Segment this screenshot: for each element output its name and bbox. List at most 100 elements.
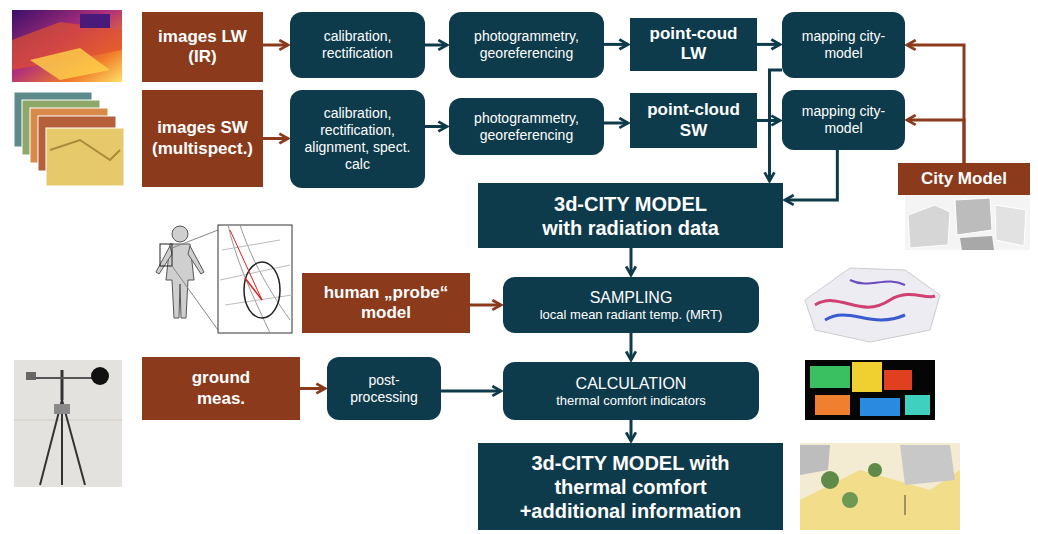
head	[172, 226, 188, 242]
mast	[61, 370, 64, 400]
node-text: post-processing	[335, 372, 433, 406]
node-text: 3d-CITY MODEL with radiation data	[536, 192, 726, 240]
flow-arrow	[604, 122, 628, 125]
arm	[188, 246, 204, 274]
map-cell	[810, 366, 850, 388]
model-ground	[905, 195, 1030, 250]
node-text: calibration, rectification	[298, 28, 417, 62]
mesh-line	[220, 240, 292, 305]
flow-arrow	[907, 120, 964, 163]
city-render	[800, 443, 960, 530]
node-text: point-cloud SW	[638, 100, 749, 141]
ray-arrow	[230, 230, 262, 300]
process-box: mapping city-model	[782, 12, 905, 78]
node-text: SAMPLING	[590, 288, 673, 307]
tree	[868, 463, 882, 477]
data-box: point-coud LW	[630, 18, 757, 71]
flow-arrow	[630, 420, 633, 441]
node-text: images LW (IR)	[150, 27, 255, 68]
node-text: calibration, rectification, alignment, s…	[298, 105, 417, 172]
map-cell	[852, 362, 882, 392]
logger	[54, 404, 70, 414]
thermal-image	[12, 10, 122, 82]
node-text: mapping city-model	[790, 28, 897, 62]
node-text: human „probe“ model	[310, 283, 462, 324]
flow-arrow	[604, 43, 628, 46]
thermal-roof	[80, 14, 110, 28]
node-text: 3d-CITY MODEL with thermal comfort +addi…	[516, 451, 746, 523]
input-box: images LW (IR)	[142, 12, 263, 82]
cloud-trace	[850, 280, 905, 285]
arm	[156, 246, 172, 274]
thermal-ground	[12, 10, 122, 82]
flow-arrow	[630, 248, 633, 275]
band-image	[46, 128, 124, 186]
band-detail	[50, 140, 120, 160]
city-model-image	[905, 195, 1030, 250]
node-text: mapping city-model	[790, 103, 897, 137]
node-text: point-coud LW	[638, 24, 749, 65]
input-box: images SW (multispect.)	[142, 90, 263, 187]
flow-arrow	[785, 150, 837, 200]
model-block	[960, 236, 994, 250]
flow-arrow	[300, 387, 325, 390]
flow-arrow	[770, 70, 783, 181]
zoom-line	[172, 230, 218, 248]
node-text: thermal comfort indicators	[556, 393, 706, 409]
point-cloud-plot	[805, 268, 940, 342]
node-text: photogrammetry, georeferencing	[457, 28, 596, 62]
photo-ground	[14, 360, 122, 487]
sensor-arm	[30, 377, 100, 379]
node-text: local mean radiant temp. (MRT)	[540, 307, 723, 323]
mesh-line	[240, 225, 290, 320]
flow-arrow	[907, 45, 964, 163]
map-ground	[805, 360, 935, 420]
result-box: 3d-CITY MODEL with radiation data	[478, 183, 783, 248]
flow-arrow	[263, 44, 288, 47]
human-mesh	[156, 226, 218, 330]
model-block	[908, 205, 950, 248]
process-box: SAMPLINGlocal mean radiant temp. (MRT)	[503, 277, 759, 333]
model-block	[955, 198, 992, 235]
map-cell	[884, 370, 912, 390]
node-text: images SW (multispect.)	[150, 118, 255, 159]
map-cell	[815, 395, 850, 415]
process-box: calibration, rectification, alignment, s…	[290, 90, 425, 188]
node-text: photogrammetry, georeferencing	[457, 110, 596, 144]
flow-arrow	[630, 333, 633, 360]
process-box: CALCULATIONthermal comfort indicators	[503, 362, 759, 420]
map-cell	[860, 398, 900, 416]
node-text: City Model	[921, 169, 1007, 189]
flow-arrow	[263, 137, 288, 140]
globe-thermometer	[91, 367, 109, 385]
process-box: mapping city-model	[782, 90, 905, 150]
tripod-photo	[14, 360, 122, 487]
cloud-trace	[815, 295, 935, 308]
flow-arrow	[441, 390, 501, 393]
sensor-pole	[905, 495, 906, 515]
heat-map	[805, 360, 935, 420]
input-box: ground meas.	[142, 357, 300, 420]
cloud-ground	[805, 268, 940, 342]
model-block	[995, 205, 1026, 246]
view-cone	[244, 262, 280, 318]
flow-arrow	[425, 125, 447, 128]
tree	[842, 492, 858, 508]
render-ground	[800, 443, 960, 530]
flow-arrow	[757, 43, 780, 46]
tree	[821, 471, 839, 489]
map-cell	[905, 395, 930, 415]
thermal-hotspot	[30, 48, 110, 80]
flow-arrow	[470, 304, 501, 307]
node-text: CALCULATION	[576, 374, 687, 393]
node-text: ground meas.	[181, 368, 261, 409]
process-box: photogrammetry, georeferencing	[449, 12, 604, 78]
zoom-line	[172, 266, 218, 330]
process-box: post-processing	[327, 357, 441, 420]
detail-frame	[160, 244, 172, 266]
process-box: photogrammetry, georeferencing	[449, 98, 604, 155]
building	[900, 445, 955, 485]
input-box: City Model	[898, 163, 1030, 195]
multispectral-stack	[14, 92, 124, 186]
